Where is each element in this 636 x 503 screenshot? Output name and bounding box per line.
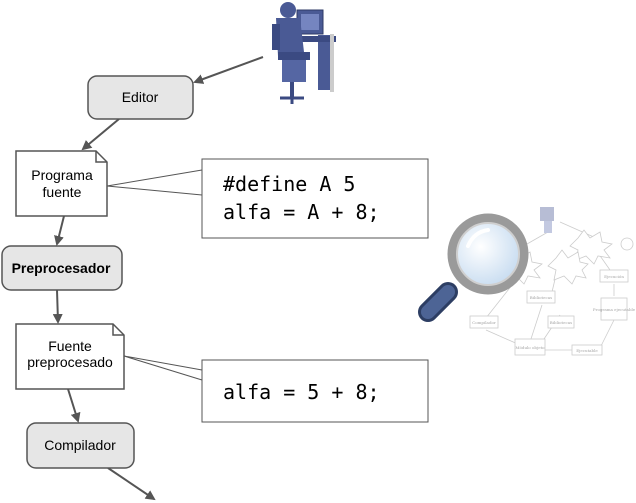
preprocessed-code-line1: alfa = 5 + 8; [223, 380, 380, 404]
source-program-node: Programa fuente [15, 150, 108, 217]
magnifying-glass-icon [418, 213, 529, 322]
source-code-line2: alfa = A + 8; [223, 200, 380, 224]
arrow-preprocessor-to-preprocessed [52, 289, 63, 324]
thumbnail-label-object-module: Módulo objeto [515, 345, 545, 350]
thumbnail-label-compiler: Compilador [472, 320, 496, 325]
editor-label: Editor [122, 89, 159, 105]
editor-node: Editor [87, 75, 194, 120]
thumbnail-label-executable-program: Programa ejecutable [593, 307, 636, 312]
source-code-callout: #define A 5 alfa = A + 8; [106, 158, 429, 239]
arrow-source-to-preprocessor [54, 215, 65, 246]
source-program-label-line2: fuente [43, 184, 82, 200]
source-code-line1: #define A 5 [223, 172, 355, 196]
thumbnail-label-libraries-2: Bibliotecas [550, 320, 572, 325]
flow-arrows [52, 56, 264, 501]
arrow-preprocessed-to-compiler [67, 388, 81, 423]
arrow-editor-to-source [81, 118, 120, 151]
arrow-person-to-editor [193, 56, 264, 84]
thumbnail-label-execution: Ejecución [604, 274, 624, 279]
preprocessed-source-label-line2: preprocesado [27, 354, 113, 370]
person-at-computer-icon [272, 2, 336, 104]
thumbnail-label-executable: Ejecutable [576, 348, 598, 353]
source-program-label-line1: Programa [31, 167, 93, 183]
preprocessed-source-node: Fuente preprocesado [15, 323, 125, 390]
arrow-compiler-out [107, 467, 156, 501]
preprocessed-code-callout: alfa = 5 + 8; [123, 355, 429, 423]
compiler-node: Compilador [26, 422, 135, 469]
preprocessed-source-label-line1: Fuente [48, 338, 92, 354]
preprocessor-node: Preprocesador [1, 245, 123, 291]
preprocessor-label: Preprocesador [12, 260, 111, 276]
compiler-label: Compilador [44, 437, 116, 453]
thumbnail-label-libraries-1: Bibliotecas [530, 295, 552, 300]
